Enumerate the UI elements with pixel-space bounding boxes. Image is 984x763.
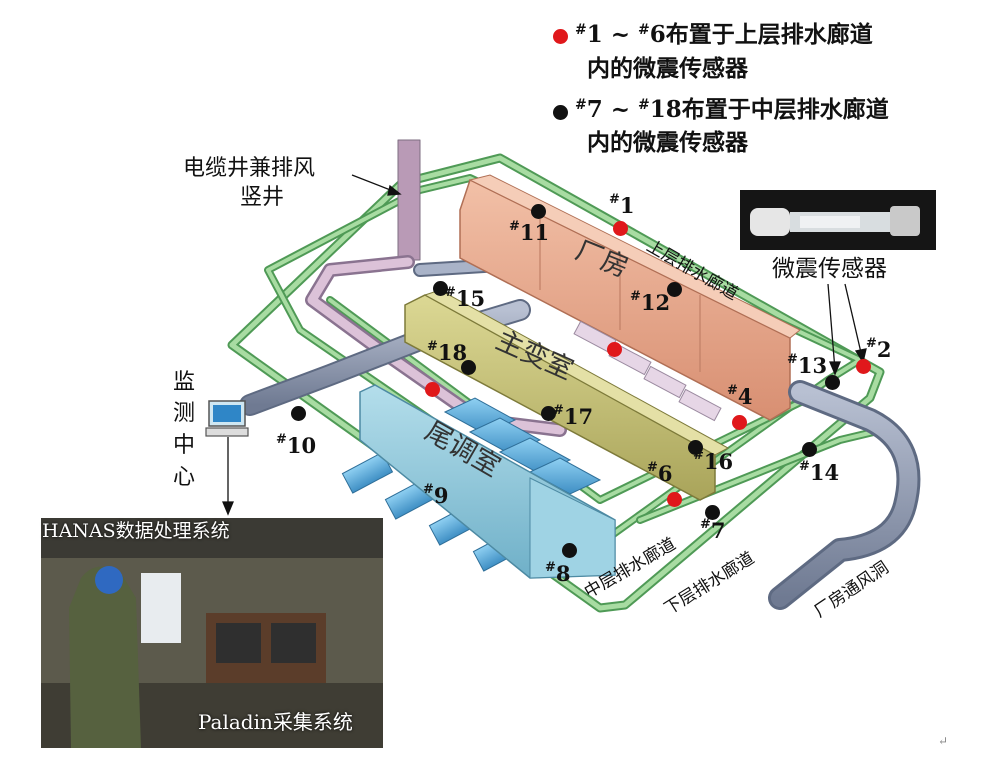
- sensor-dot-unlabeled: [607, 342, 622, 357]
- sensor-dot-7: [705, 505, 720, 520]
- legend-red-line2: 内的微震传感器: [587, 55, 748, 82]
- sensor-dot-15: [433, 281, 448, 296]
- sensor-dot-13: [825, 375, 840, 390]
- computer-icon: [205, 400, 249, 437]
- sensor-dot-2: [856, 359, 871, 374]
- sensor-dot-17: [541, 406, 556, 421]
- sensor-label: 微震传感器: [772, 256, 887, 282]
- sensor-label-8: #8: [545, 560, 571, 586]
- annotation-arrows: [222, 174, 867, 516]
- sensor-photo-graphic: [740, 190, 936, 250]
- sensor-dot-unlabeled: [425, 382, 440, 397]
- sensor-label-1: #1: [609, 192, 635, 218]
- sensor-label-14: #14: [799, 459, 840, 485]
- sensor-dot-1: [613, 221, 628, 236]
- sensor-label-17: #17: [553, 403, 594, 429]
- sensor-label-18: #18: [427, 339, 468, 365]
- hanas-label: HANAS数据处理系统: [42, 520, 230, 542]
- monitor-center-char-3: 中: [173, 433, 196, 458]
- sensor-label-7: #7: [700, 517, 726, 543]
- shaft-label-line2: 竖井: [240, 185, 285, 210]
- sensor-label-15: #15: [445, 285, 486, 311]
- sensor-dot-8: [562, 543, 577, 558]
- legend-red-line1: #1 ~ #6布置于上层排水廊道: [575, 21, 873, 48]
- powerhouse-cavern: [459, 174, 801, 422]
- ventilation-tunnel: [768, 380, 921, 610]
- tailrace-surge-chamber: [359, 384, 616, 579]
- shaft-label-line1: 电缆井兼排风: [183, 156, 316, 181]
- paladin-label: Paladin采集系统: [198, 710, 353, 734]
- sensor-label-13: #13: [787, 352, 828, 378]
- sensor-label-2: #2: [866, 336, 892, 362]
- monitor-center-char-1: 监: [173, 370, 196, 395]
- sensor-photo: [740, 190, 936, 250]
- legend-black-dot: [553, 105, 568, 120]
- sensor-dot-16: [688, 440, 703, 455]
- sensor-dot-4: [732, 415, 747, 430]
- sensor-label-10: #10: [276, 432, 317, 458]
- sensor-label-11: #11: [509, 219, 550, 245]
- legend-black-line2: 内的微震传感器: [587, 129, 748, 156]
- sensor-label-9: #9: [423, 482, 449, 508]
- sensor-dot-18: [461, 360, 476, 375]
- sensor-label-12: #12: [630, 289, 671, 315]
- sensor-dot-10: [291, 406, 306, 421]
- sensor-dot-11: [531, 204, 546, 219]
- sensor-dot-14: [802, 442, 817, 457]
- monitor-center-char-2: 测: [173, 401, 196, 426]
- sensor-label-6: #6: [647, 460, 673, 486]
- corner-mark: ↵: [938, 734, 949, 748]
- monitoring-room-graphic: [41, 518, 383, 748]
- sensor-label-4: #4: [727, 383, 753, 409]
- sensor-label-16: #16: [693, 448, 734, 474]
- sensor-dot-12: [667, 282, 682, 297]
- legend-black-line1: #7 ~ #18布置于中层排水廊道: [575, 96, 889, 123]
- legend-red-dot: [553, 29, 568, 44]
- monitoring-room-photo: [41, 518, 383, 748]
- monitor-center-char-4: 心: [173, 465, 196, 490]
- sensor-dot-6: [667, 492, 682, 507]
